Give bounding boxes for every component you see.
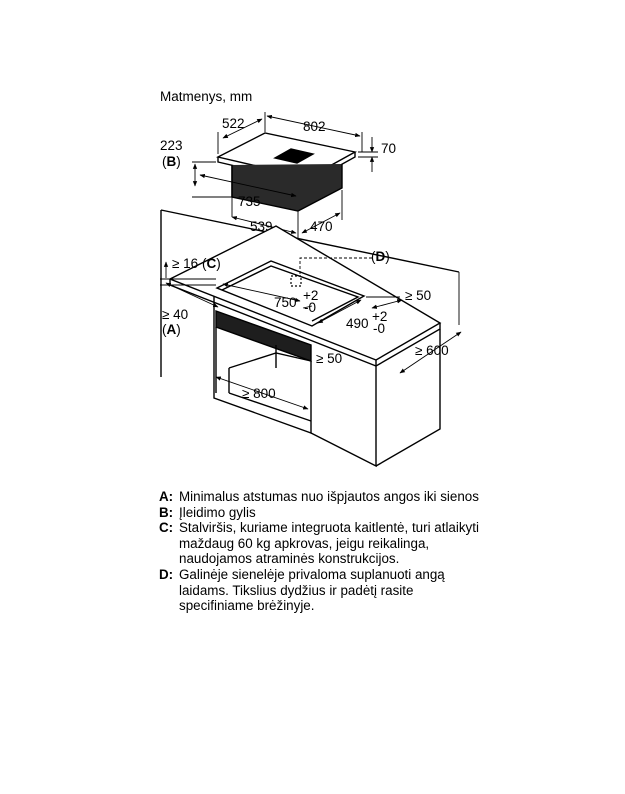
legend-item-a: A: Minimalus atstumas nuo išpjautos ango… <box>159 489 479 505</box>
dim-c-16: ≥ 16 (C) <box>172 256 221 271</box>
dim-800: ≥ 800 <box>242 386 276 401</box>
dimensions-title: Matmenys, mm <box>160 89 252 104</box>
legend-text: Minimalus atstumas nuo išpjautos angos i… <box>179 489 479 504</box>
legend-text: Galinėje sienelėje privaloma suplanuoti … <box>179 566 445 614</box>
dim-470: 470 <box>310 219 333 234</box>
dim-50-right: ≥ 50 <box>405 288 431 303</box>
dim-223: 223 <box>160 138 183 153</box>
legend-key: B: <box>159 504 174 520</box>
countertop-dimension-lines <box>160 257 462 410</box>
dim-600: ≥ 600 <box>415 343 449 358</box>
dim-a-label: (A) <box>162 322 181 337</box>
legend-key: C: <box>159 520 174 536</box>
dim-802: 802 <box>303 119 326 134</box>
legend-item-d: D: Galinėje sienelėje privaloma suplanuo… <box>159 567 479 614</box>
installation-diagram: Matmenys, mm <box>160 89 462 468</box>
dim-70: 70 <box>381 141 396 156</box>
dim-b-label: (B) <box>162 154 181 169</box>
dim-d-label: (D) <box>371 249 390 264</box>
legend-key: D: <box>159 566 174 582</box>
countertop-drawing <box>160 209 460 468</box>
dim-750-tol-minus: -0 <box>304 300 316 315</box>
legend-text: Stalviršis, kuriame integruota kaitlentė… <box>179 520 479 567</box>
cooktop-dimension-lines <box>192 112 378 241</box>
legend-key: A: <box>159 489 174 504</box>
dim-50-front: ≥ 50 <box>316 351 342 366</box>
dim-490-tol-minus: -0 <box>373 321 385 336</box>
legend-text: Įleidimo gylis <box>179 504 256 520</box>
dim-40: ≥ 40 <box>162 307 188 322</box>
dim-735: 735 <box>238 194 261 209</box>
legend-item-b: B: Įleidimo gylis <box>159 505 479 521</box>
dim-750-tol-plus: +2 <box>303 288 318 303</box>
dim-490-tol-plus: +2 <box>372 309 387 324</box>
dim-490: 490 <box>346 316 369 331</box>
dim-750: 750 <box>274 295 297 310</box>
legend: A: Minimalus atstumas nuo išpjautos ango… <box>159 489 479 614</box>
dim-522: 522 <box>222 116 245 131</box>
legend-item-c: C: Stalviršis, kuriame integruota kaitle… <box>159 520 479 567</box>
